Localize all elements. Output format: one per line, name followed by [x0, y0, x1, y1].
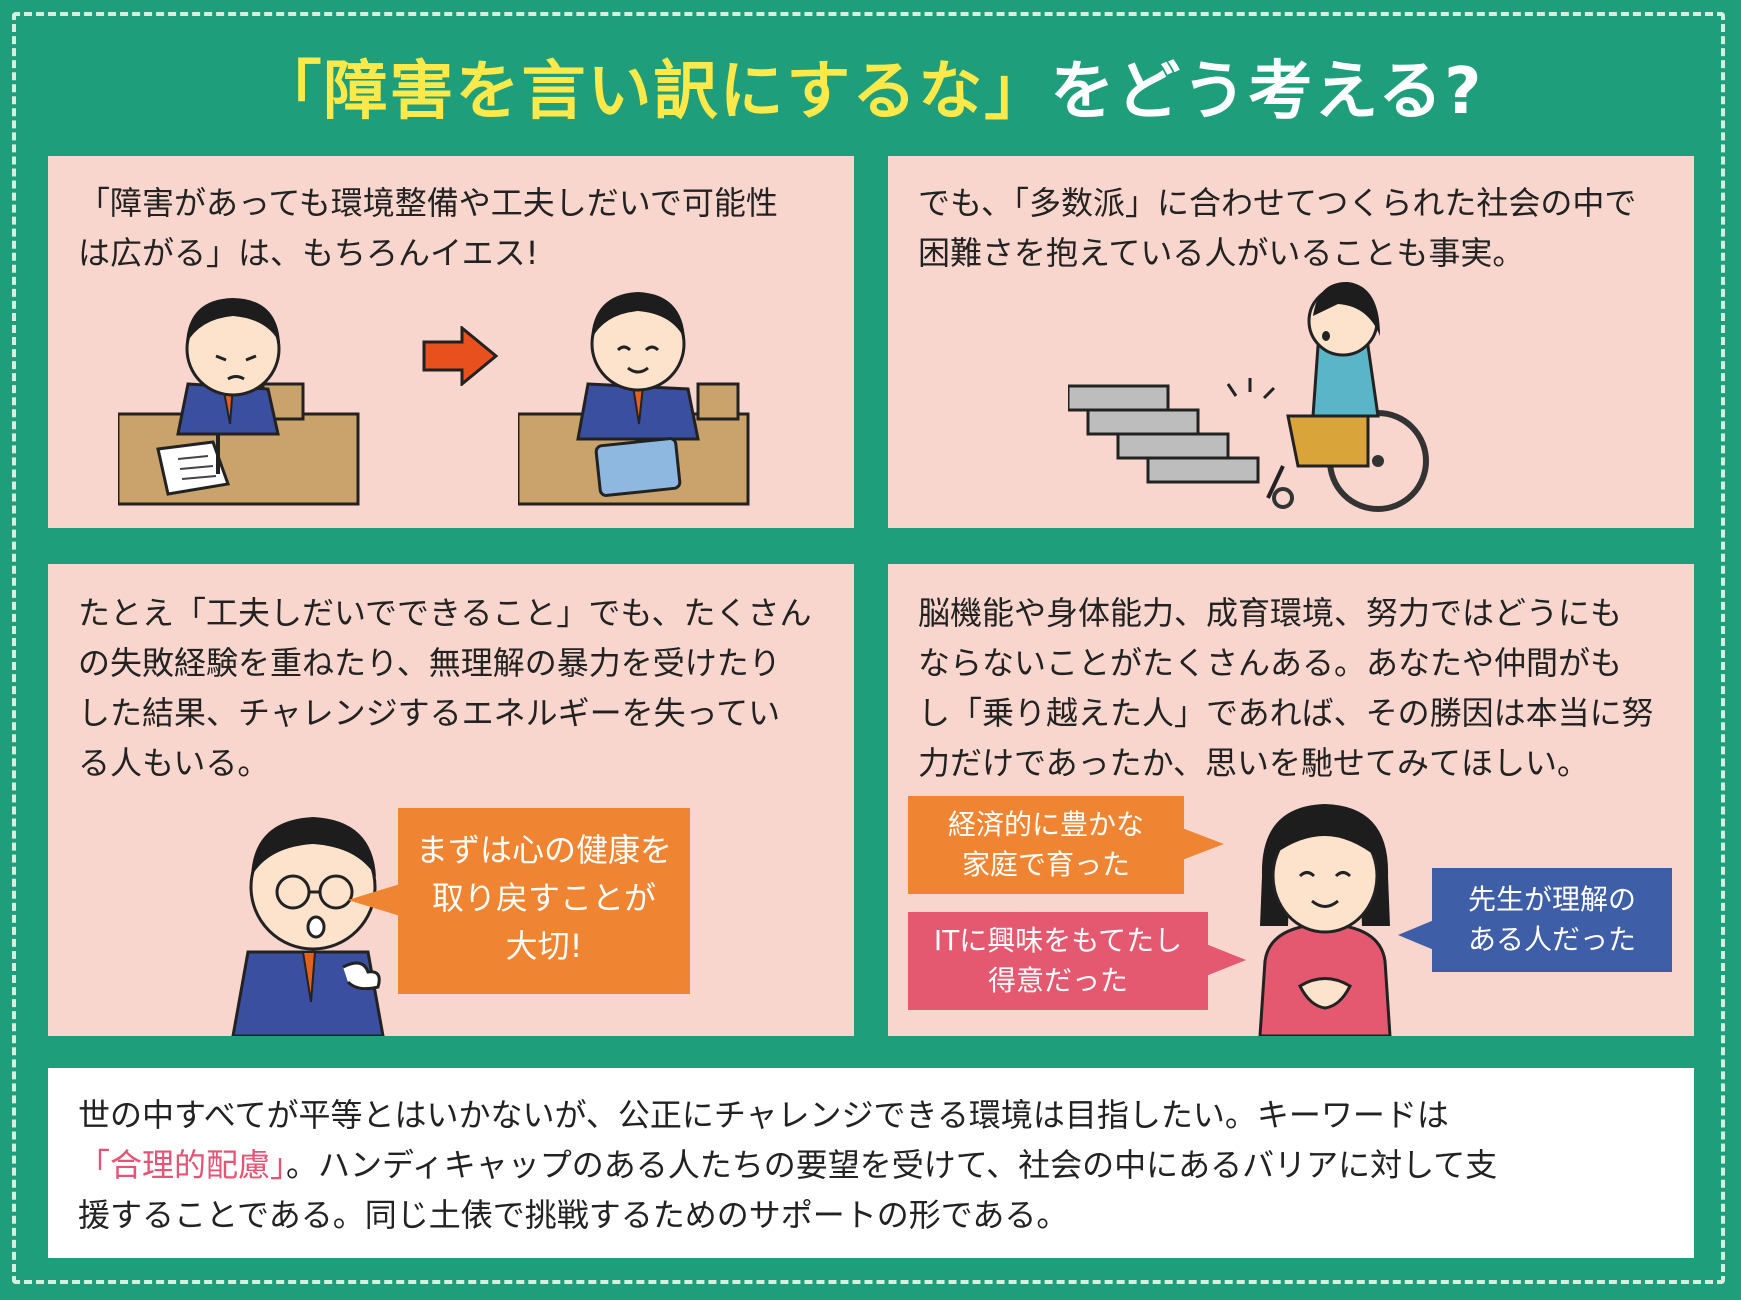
bubble-understanding-teacher: 先生が理解の ある人だった [1432, 868, 1672, 972]
keyword-reasonable-accommodation: 「合理的配慮」 [78, 1146, 287, 1184]
orange-bubble-pointer [1182, 828, 1224, 860]
page-title: 「障害を言い訳にするな」をどう考える? [0, 52, 1741, 132]
conclusion-text: 世の中すべてが平等とはいかないが、公正にチャレンジできる環境は目指したい。キーワ… [78, 1096, 1498, 1234]
smiling-woman-illustration [1258, 804, 1392, 1036]
panel-lost-energy: たとえ「工夫しだいでできること」でも、たくさん の失敗経験を重ねたり、無理解の暴… [48, 564, 854, 1036]
bubble-interested-in-it: ITに興味をもてたし 得意だった [908, 912, 1208, 1010]
blue-bubble-pointer [1398, 920, 1434, 950]
panel-success-factors: 脳機能や身体能力、成育環境、努力ではどうにも ならないことがたくさんある。あなた… [888, 564, 1694, 1036]
panel-possibility: 「障害があっても環境整備や工夫しだいで可能性 は広がる」は、もちろんイエス! [48, 156, 854, 528]
panel-1-text: 「障害があっても環境整備や工夫しだいで可能性 は広がる」は、もちろんイエス! [78, 184, 778, 272]
dashed-border [12, 12, 1725, 1284]
title-highlight: 「障害を言い訳にするな」 [257, 55, 1051, 129]
advice-bubble: まずは心の健康を 取り戻すことが 大切! [398, 808, 690, 994]
bubble-wealthy-family: 経済的に豊かな 家庭で育った [908, 796, 1184, 894]
sighing-man-illustration [231, 817, 385, 1036]
orange-bubble-pointer [348, 884, 400, 916]
pink-bubble-pointer [1206, 944, 1246, 976]
worried-student-illustration [118, 298, 360, 506]
panel-majority-society: でも、「多数派」に合わせてつくられた社会の中で 困難さを抱えている人がいることも… [888, 156, 1694, 528]
right-arrow-icon [422, 326, 499, 386]
conclusion-box: 世の中すべてが平等とはいかないが、公正にチャレンジできる環境は目指したい。キーワ… [48, 1068, 1694, 1258]
stairs-and-wheelchair-illustration [1068, 281, 1429, 512]
title-rest: をどう考える? [1050, 55, 1484, 129]
panel-2-text: でも、「多数派」に合わせてつくられた社会の中で 困難さを抱えている人がいることも… [918, 184, 1637, 272]
panel-3-text: たとえ「工夫しだいでできること」でも、たくさん の失敗経験を重ねたり、無理解の暴… [78, 594, 812, 782]
happy-student-with-tablet-illustration [518, 292, 750, 506]
panel-4-text: 脳機能や身体能力、成育環境、努力ではどうにも ならないことがたくさんある。あなた… [918, 594, 1654, 782]
